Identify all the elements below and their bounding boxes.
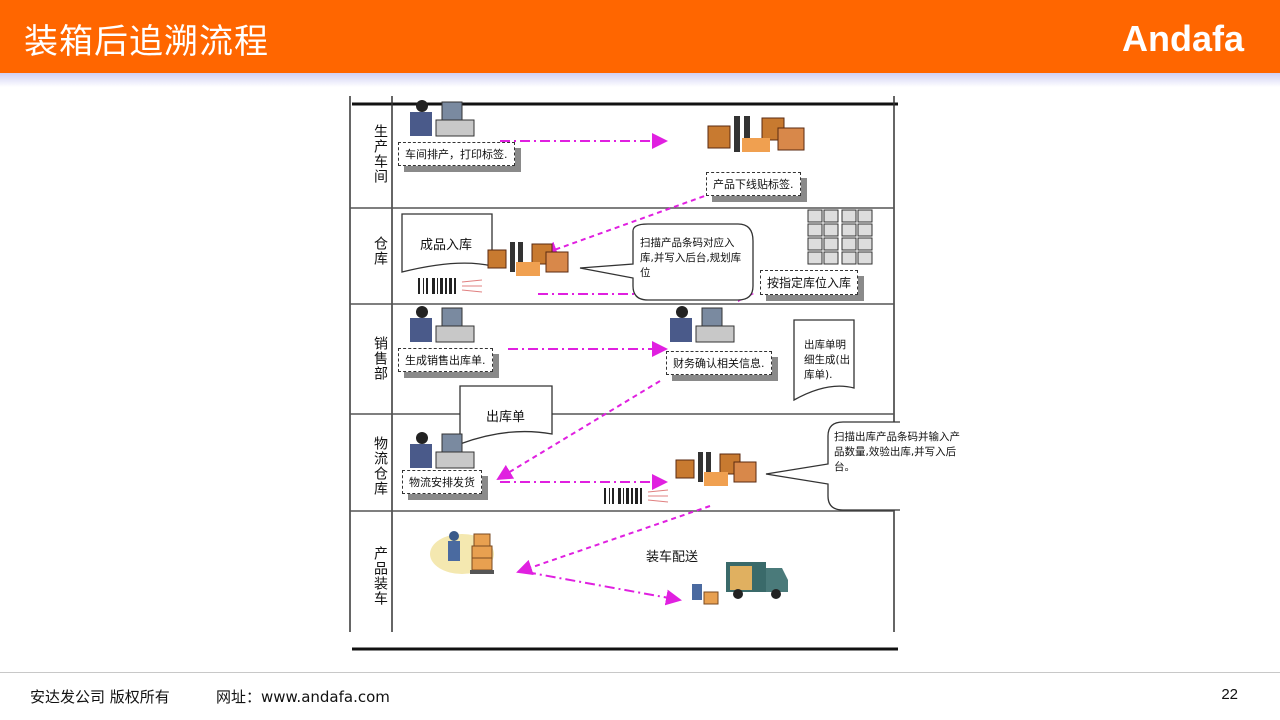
step-outbound-detail: 出库单明细生成(出库单). [804,339,851,381]
boxes-workers-icon [707,116,805,152]
barcode-icon [418,278,483,294]
scan-callout-bubble [579,223,754,301]
footer-divider [0,672,1280,673]
step-logistics-arrange: 物流安排发货 [402,470,482,494]
step-assigned-location: 按指定库位入库 [760,270,859,295]
step-outbound-doc: 出库单 [486,406,526,425]
lane-label-production: 生产车间 [372,124,388,184]
step-scan-callout: 扫描产品条码对应入库,并写入后台,规划库位 [640,237,742,279]
worker-computer-icon [410,432,475,469]
outbound-detail-doc-shape [793,319,855,402]
footer-copyright: 安达发公司 版权所有 [30,688,170,706]
footer-website[interactable]: 网址：www.andafa.com [216,688,390,706]
worker-computer-icon [670,306,735,343]
warehouse-rack-icon [807,209,873,265]
hand-truck-worker-icon [430,531,494,574]
page-title: 装箱后追溯流程 [24,22,269,62]
scan-out-callout-bubble [765,421,900,511]
worker-computer-icon [410,100,475,137]
delivery-truck-icon [692,562,788,605]
lane-label-warehouse: 仓库 [372,236,388,266]
barcode-icon [604,488,669,504]
header-bar: 装箱后追溯流程 Andafa [0,0,1280,73]
step-offline-label: 产品下线贴标签. [706,172,801,196]
traceability-flow-diagram: 生产车间 仓库 销售部 物流仓库 产品装车 车间排产，打印标签. 产品下线贴标签… [348,96,960,652]
lane-label-loading: 产品装车 [372,546,388,606]
step-finance-confirm: 财务确认相关信息. [666,351,772,375]
worker-computer-icon [410,306,475,343]
arrow-loading-to-truck [525,571,682,606]
page-number: 22 [1221,686,1238,703]
andafa-logo: Andafa [1121,18,1244,59]
step-scan-out-callout: 扫描出库产品条码并输入产品数量,效验出库,并写入后台。 [834,431,960,473]
arrow-scan-to-loading [516,505,711,576]
step-finished-in: 成品入库 [420,234,473,253]
header-shadow [0,73,1280,87]
arrow-finance-to-logistics [496,380,661,481]
boxes-workers-icon [487,242,569,276]
step-sales-order: 生成销售出库单. [398,348,493,372]
lane-label-sales: 销售部 [372,336,388,381]
lane-label-logistics: 物流仓库 [372,436,388,496]
step-loading-delivery: 装车配送 [646,550,699,565]
step-print-label: 车间排产，打印标签. [398,142,515,166]
arrow-offline-to-warehouse [541,183,739,257]
boxes-workers-icon [675,452,757,486]
